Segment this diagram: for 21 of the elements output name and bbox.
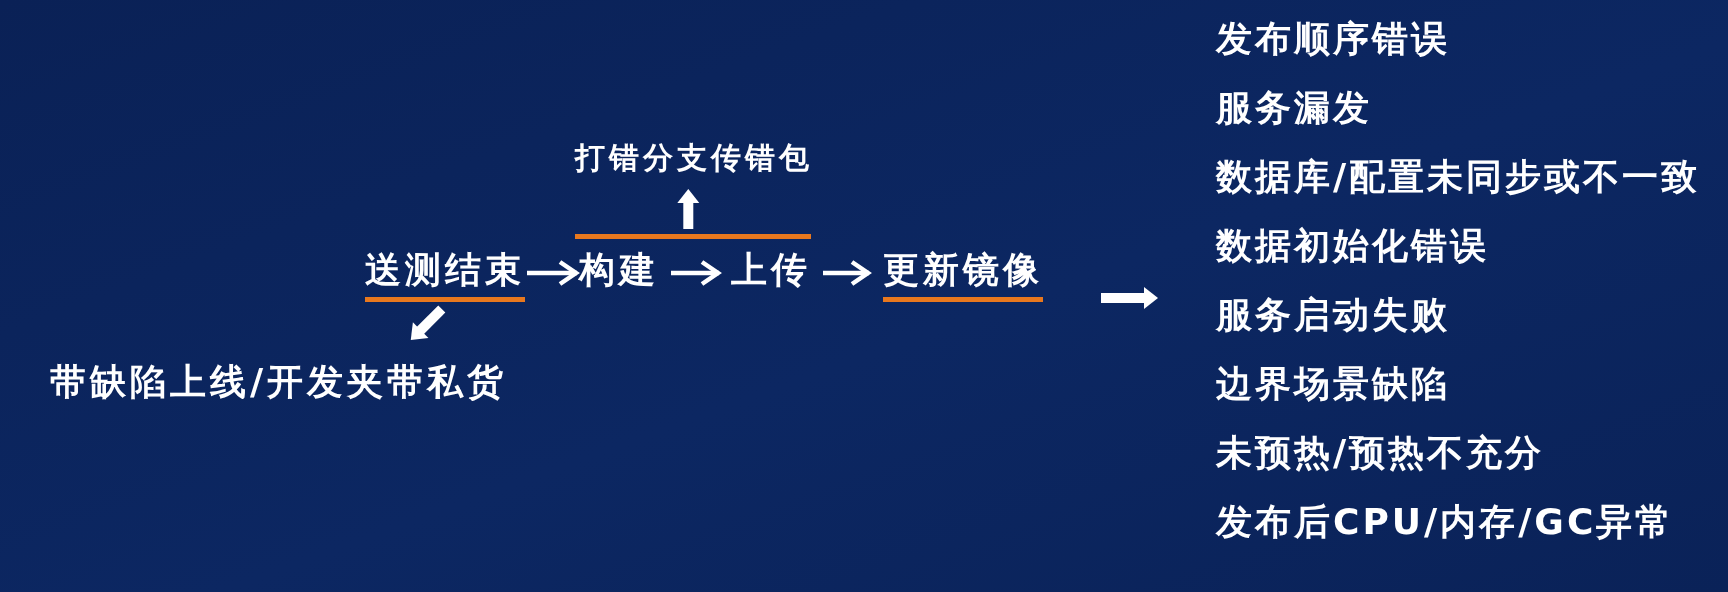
issue-label: 打错分支传错包 [575, 141, 813, 175]
step-label: 构建 [579, 250, 659, 290]
step-label: 送测结束 [365, 250, 525, 302]
issue-item: 服务漏发 [1216, 88, 1372, 128]
issue-item: 未预热/预热不充分 [1216, 433, 1545, 473]
arrow [671, 259, 721, 287]
issue-item: 边界场景缺陷 [1216, 364, 1450, 404]
step-label: 上传 [731, 250, 811, 290]
arrow [823, 259, 871, 287]
highlight-bar [575, 234, 811, 239]
issue-item: 服务启动失败 [1216, 295, 1450, 335]
bold-arrow [410, 305, 446, 341]
step-label: 更新镜像 [883, 250, 1043, 302]
issue-item: 数据初始化错误 [1216, 226, 1489, 266]
issue-label: 带缺陷上线/开发夹带私货 [50, 362, 508, 402]
issue-item: 数据库/配置未同步或不一致 [1216, 157, 1701, 197]
bold-arrow [677, 189, 700, 229]
issue-item: 发布后CPU/内存/GC异常 [1216, 502, 1675, 542]
bold-arrow [1101, 287, 1158, 309]
issue-item: 发布顺序错误 [1216, 19, 1450, 59]
arrow [527, 259, 579, 287]
